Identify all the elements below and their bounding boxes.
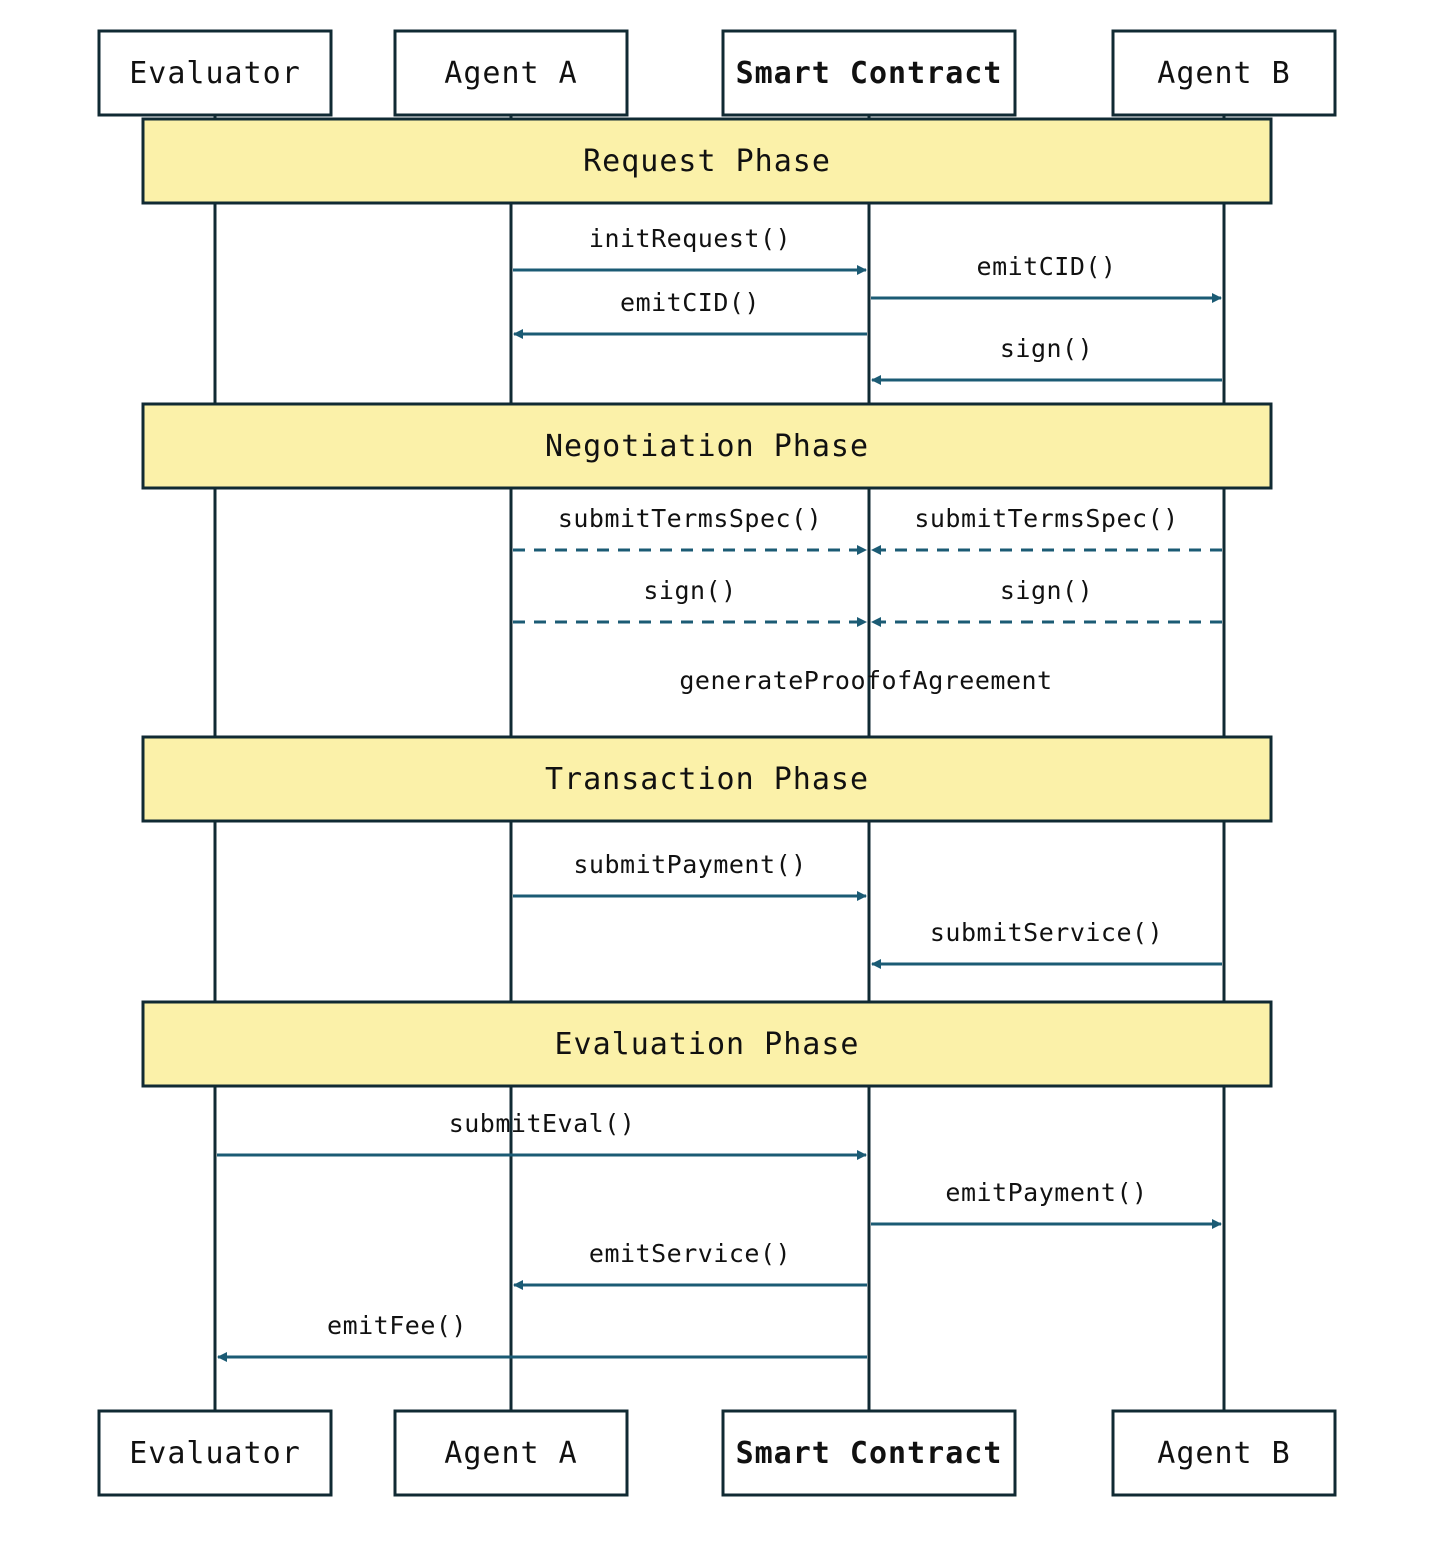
message-label: sign() xyxy=(1000,576,1093,605)
actor-label: Smart Contract xyxy=(736,56,1003,91)
message-label: emitFee() xyxy=(327,1311,467,1340)
actor-label: Agent A xyxy=(444,1436,577,1471)
phase-band xyxy=(141,402,1273,490)
actor-agentA-bottom: Agent A xyxy=(393,1409,629,1497)
message-submiteval-evaluator-to-contract: submitEval() xyxy=(217,1109,867,1160)
message-label: submitTermsSpec() xyxy=(914,504,1178,533)
actor-agentB-top: Agent B xyxy=(1111,29,1337,117)
message-label: emitService() xyxy=(589,1239,791,1268)
message-submittermsspec-agentA-to-contract: submitTermsSpec() xyxy=(513,504,867,555)
message-emitservice-contract-to-agentA: emitService() xyxy=(513,1239,867,1290)
actor-box xyxy=(1111,1409,1337,1497)
message-initrequest-agentA-to-contract: initRequest() xyxy=(513,224,867,275)
message-label: submitService() xyxy=(930,918,1163,947)
actor-label: Evaluator xyxy=(129,1436,301,1471)
phase-band xyxy=(141,1000,1273,1088)
actor-agentA-top: Agent A xyxy=(393,29,629,117)
actor-label: Agent B xyxy=(1157,1436,1290,1471)
phase-label: Negotiation Phase xyxy=(545,429,869,464)
phase-label: Evaluation Phase xyxy=(555,1027,860,1062)
message-emitcid-contract-to-agentA: emitCID() xyxy=(513,288,867,339)
actor-evaluator-bottom: Evaluator xyxy=(97,1409,333,1497)
message-label: submitEval() xyxy=(449,1109,636,1138)
actor-contract-bottom: Smart Contract xyxy=(721,1409,1017,1497)
phase-evaluation-phase: Evaluation Phase xyxy=(141,1000,1273,1088)
message-sign-agentA-to-contract: sign() xyxy=(513,576,867,627)
message-submitpayment-agentA-to-contract: submitPayment() xyxy=(513,850,867,901)
phase-label: Request Phase xyxy=(583,144,831,179)
message-submittermsspec-agentB-to-contract: submitTermsSpec() xyxy=(871,504,1222,555)
phase-negotiation-phase: Negotiation Phase xyxy=(141,402,1273,490)
note-generateproofofagreement: generateProofofAgreement xyxy=(679,666,1052,695)
actor-agentB-bottom: Agent B xyxy=(1111,1409,1337,1497)
message-label: submitPayment() xyxy=(573,850,806,879)
actor-box xyxy=(97,29,333,117)
message-label: submitTermsSpec() xyxy=(558,504,822,533)
message-label: emitCID() xyxy=(977,252,1117,281)
message-sign-agentB-to-contract: sign() xyxy=(871,334,1222,385)
actor-contract-top: Smart Contract xyxy=(721,29,1017,117)
actor-label: Agent A xyxy=(444,56,577,91)
message-sign-agentB-to-contract: sign() xyxy=(871,576,1222,627)
message-label: sign() xyxy=(643,576,736,605)
actor-box xyxy=(393,29,629,117)
actor-evaluator-top: Evaluator xyxy=(97,29,333,117)
message-label: initRequest() xyxy=(589,224,791,253)
message-submitservice-agentB-to-contract: submitService() xyxy=(871,918,1222,969)
actor-box xyxy=(721,1409,1017,1497)
phase-label: Transaction Phase xyxy=(545,762,869,797)
actor-label: Smart Contract xyxy=(736,1436,1003,1471)
actor-box xyxy=(97,1409,333,1497)
phase-band xyxy=(141,735,1273,823)
message-label: sign() xyxy=(1000,334,1093,363)
phase-request-phase: Request Phase xyxy=(141,117,1273,205)
actor-box xyxy=(1111,29,1337,117)
message-label: emitPayment() xyxy=(945,1178,1147,1207)
actor-box xyxy=(393,1409,629,1497)
message-emitcid-contract-to-agentB: emitCID() xyxy=(871,252,1222,303)
message-emitpayment-contract-to-agentB: emitPayment() xyxy=(871,1178,1222,1229)
phase-band xyxy=(141,117,1273,205)
actor-label: Agent B xyxy=(1157,56,1290,91)
message-label: emitCID() xyxy=(620,288,760,317)
message-emitfee-contract-to-evaluator: emitFee() xyxy=(217,1311,867,1362)
phase-transaction-phase: Transaction Phase xyxy=(141,735,1273,823)
actor-label: Evaluator xyxy=(129,56,301,91)
actor-box xyxy=(721,29,1017,117)
